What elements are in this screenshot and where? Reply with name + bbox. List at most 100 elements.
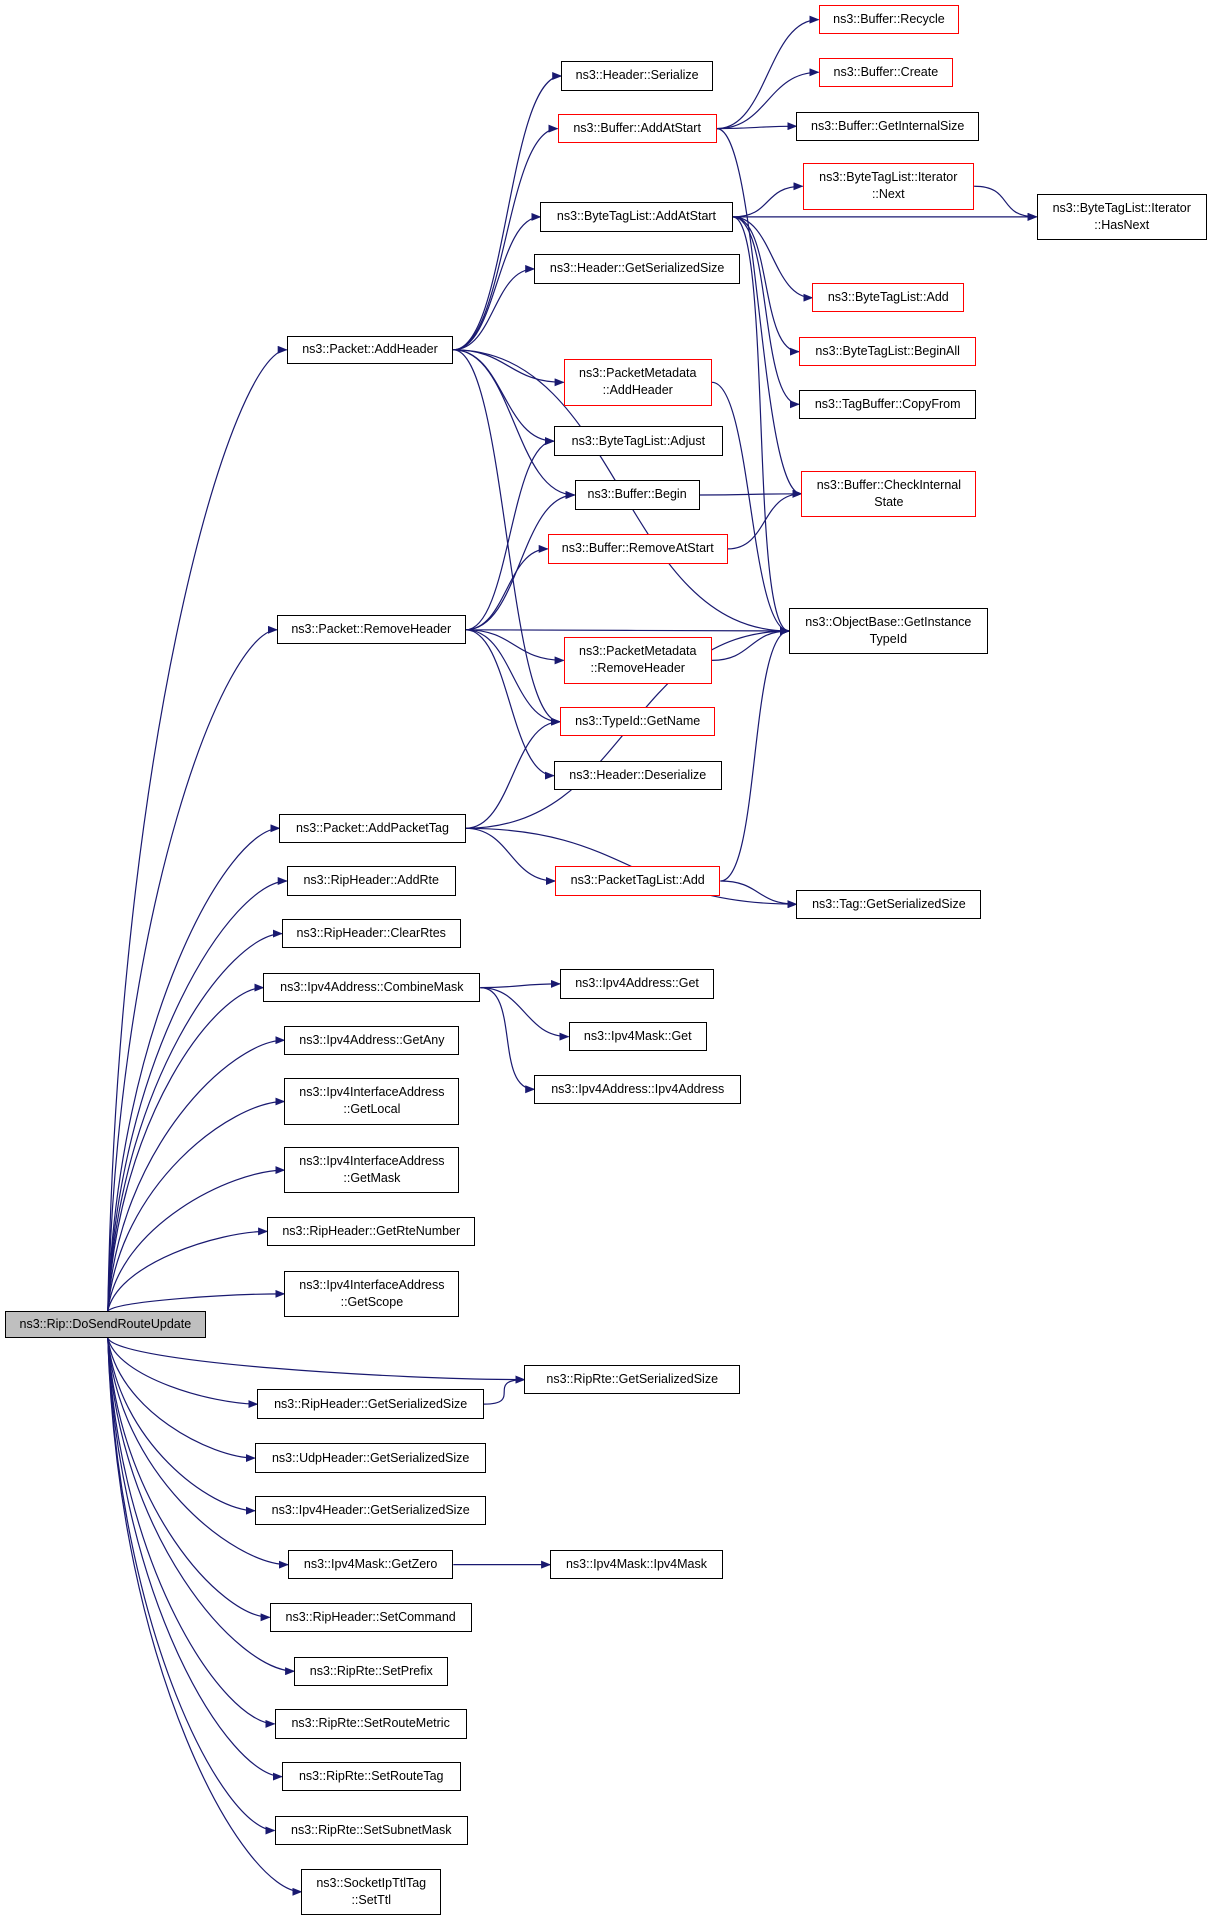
edge-pkt-addheader-to-buffer-begin [453,349,576,499]
edge-root-to-riph-getserializedsize [107,1337,259,1409]
node-ipv4a-get[interactable]: ns3::Ipv4Address::Get [559,969,715,999]
edge-root-to-riprte-getserializedsize [107,1337,526,1384]
node-buffer-recycle[interactable]: ns3::Buffer::Recycle [818,4,960,35]
edge-root-to-riprte-setroutetag [107,1337,283,1781]
node-tagbuffer-copyfrom[interactable]: ns3::TagBuffer::CopyFrom [798,389,977,419]
node-riph-getserializedsize[interactable]: ns3::RipHeader::GetSerializedSize [257,1389,484,1419]
node-ipv4a-combinemask[interactable]: ns3::Ipv4Address::CombineMask [263,972,481,1003]
edge-root-to-ipv4ia-getscope [107,1289,286,1312]
node-objectbase-getinstancetypeid[interactable]: ns3::ObjectBase::GetInstance TypeId [789,607,988,655]
edge-root-to-ipv4h-getserializedsize [107,1337,256,1515]
edge-pkt-addheader-to-pktmeta-addheader [453,349,565,387]
edge-ipv4a-combinemask-to-ipv4a-get [480,979,561,989]
node-buffer-removeatstart[interactable]: ns3::Buffer::RemoveAtStart [547,534,728,564]
edge-root-to-riph-clearrtes [107,929,283,1312]
edge-bytetaglist-iter-next-to-bytetaglist-iter-hasnext [974,185,1038,221]
edge-pkt-removeheader-to-pktmeta-removeheader [465,629,565,665]
edge-pkt-addheader-to-header-getserializedsize [453,264,536,351]
edge-root-to-pkt-addheader [107,345,288,1312]
edge-pkt-removeheader-to-typeid-getname [465,629,561,726]
edge-pkt-removeheader-to-buffer-removeatstart [465,544,549,631]
node-buffer-begin[interactable]: ns3::Buffer::Begin [574,480,700,510]
edge-pkt-addpackettag-to-packettaglist-add [465,827,556,885]
node-pktmeta-removeheader[interactable]: ns3::PacketMetadata ::RemoveHeader [563,637,712,684]
node-riprte-setsubnetmask[interactable]: ns3::RipRte::SetSubnetMask [274,1815,468,1846]
node-packettaglist-add[interactable]: ns3::PacketTagList::Add [555,866,721,896]
node-pkt-addpackettag[interactable]: ns3::Packet::AddPacketTag [279,813,466,843]
edge-packettaglist-add-to-tag-getserializedsize [720,880,798,909]
edge-bytetaglist-addatstart-to-bytetaglist-add [732,216,814,302]
edge-root-to-riph-setcommand [107,1337,271,1622]
edge-root-to-ipv4a-combinemask [107,983,265,1312]
node-ipv4m-getzero[interactable]: ns3::Ipv4Mask::GetZero [287,1549,454,1580]
node-tag-getserializedsize[interactable]: ns3::Tag::GetSerializedSize [796,889,982,919]
node-riprte-getserializedsize[interactable]: ns3::RipRte::GetSerializedSize [524,1364,741,1395]
node-ipv4a-ipv4address[interactable]: ns3::Ipv4Address::Ipv4Address [534,1074,742,1104]
node-header-deserialize[interactable]: ns3::Header::Deserialize [553,760,722,791]
edge-pktmeta-addheader-to-objectbase-getinstancetypeid [711,381,791,635]
node-bytetaglist-iter-next[interactable]: ns3::ByteTagList::Iterator ::Next [802,163,975,210]
node-riph-addrte[interactable]: ns3::RipHeader::AddRte [286,866,456,896]
edge-root-to-ipv4a-getany [107,1036,286,1312]
node-ipv4h-getserializedsize[interactable]: ns3::Ipv4Header::GetSerializedSize [254,1496,487,1526]
edge-root-to-socketipttltag-setttl [107,1337,303,1896]
node-ipv4ia-getscope[interactable]: ns3::Ipv4InterfaceAddress ::GetScope [284,1270,460,1318]
node-bytetaglist-iter-hasnext[interactable]: ns3::ByteTagList::Iterator ::HasNext [1036,193,1207,241]
edge-root-to-ipv4ia-getlocal [107,1097,286,1312]
node-ipv4a-getany[interactable]: ns3::Ipv4Address::GetAny [284,1025,460,1055]
edge-buffer-begin-to-buffer-checkinternalstate [699,489,803,498]
edge-pkt-removeheader-to-objectbase-getinstancetypeid [465,626,791,635]
node-ipv4ia-getmask[interactable]: ns3::Ipv4InterfaceAddress ::GetMask [284,1146,460,1194]
edge-pkt-addheader-to-header-serialize [453,72,563,351]
edge-root-to-ipv4ia-getmask [107,1166,286,1312]
edge-pkt-removeheader-to-bytetaglist-adjust [465,437,555,631]
node-riprte-setprefix[interactable]: ns3::RipRte::SetPrefix [294,1656,449,1686]
edge-root-to-riprte-setsubnetmask [107,1337,276,1835]
node-socketipttltag-setttl[interactable]: ns3::SocketIpTtlTag ::SetTtl [301,1868,442,1916]
node-pktmeta-addheader[interactable]: ns3::PacketMetadata ::AddHeader [563,359,712,406]
node-header-getserializedsize[interactable]: ns3::Header::GetSerializedSize [534,253,741,285]
node-typeid-getname[interactable]: ns3::TypeId::GetName [559,707,716,737]
edge-root-to-riph-getrtenumber [107,1227,269,1312]
node-pkt-addheader[interactable]: ns3::Packet::AddHeader [286,335,454,364]
edge-ipv4a-combinemask-to-ipv4a-ipv4address [480,987,536,1094]
edge-packettaglist-add-to-objectbase-getinstancetypeid [720,627,791,882]
node-riph-getrtenumber[interactable]: ns3::RipHeader::GetRteNumber [267,1216,476,1247]
node-riph-setcommand[interactable]: ns3::RipHeader::SetCommand [269,1602,472,1632]
edge-buffer-addatstart-to-buffer-checkinternalstate [716,128,803,498]
node-udph-getserializedsize[interactable]: ns3::UdpHeader::GetSerializedSize [254,1443,487,1473]
edge-riph-getserializedsize-to-riprte-getserializedsize [483,1375,526,1405]
edge-root-to-ipv4m-getzero [107,1337,289,1569]
node-ipv4ia-getlocal[interactable]: ns3::Ipv4InterfaceAddress ::GetLocal [284,1078,460,1125]
node-pkt-removeheader[interactable]: ns3::Packet::RemoveHeader [276,615,466,645]
node-buffer-addatstart[interactable]: ns3::Buffer::AddAtStart [557,113,717,144]
edge-pkt-addheader-to-bytetaglist-addatstart [453,212,542,351]
node-bytetaglist-add[interactable]: ns3::ByteTagList::Add [812,283,965,313]
edge-ipv4a-combinemask-to-ipv4m-get [480,987,570,1041]
edge-root-to-pkt-removeheader [107,625,278,1312]
node-buffer-checkinternalstate[interactable]: ns3::Buffer::CheckInternal State [801,470,977,518]
edge-bytetaglist-addatstart-to-tagbuffer-copyfrom [732,216,800,409]
edge-pkt-addheader-to-buffer-addatstart [453,124,559,351]
edge-buffer-addatstart-to-buffer-recycle [716,15,820,130]
node-riprte-setroutemetric[interactable]: ns3::RipRte::SetRouteMetric [274,1709,467,1739]
edge-pkt-addpackettag-to-tag-getserializedsize [465,827,798,909]
node-ipv4m-get[interactable]: ns3::Ipv4Mask::Get [568,1021,707,1052]
node-bytetaglist-adjust[interactable]: ns3::ByteTagList::Adjust [553,426,723,456]
node-bytetaglist-addatstart[interactable]: ns3::ByteTagList::AddAtStart [540,202,733,232]
edge-buffer-addatstart-to-buffer-create [716,68,820,130]
node-buffer-getinternalsize[interactable]: ns3::Buffer::GetInternalSize [796,111,979,141]
edge-buffer-removeatstart-to-buffer-checkinternalstate [727,489,803,550]
edge-bytetaglist-addatstart-to-bytetaglist-beginall [732,216,800,356]
edge-root-to-udph-getserializedsize [107,1337,256,1463]
node-bytetaglist-beginall[interactable]: ns3::ByteTagList::BeginAll [798,336,977,367]
node-buffer-create[interactable]: ns3::Buffer::Create [818,57,954,87]
node-ipv4m-ipv4mask[interactable]: ns3::Ipv4Mask::Ipv4Mask [550,1549,723,1580]
edge-root-to-pkt-addpackettag [107,824,281,1312]
node-header-serialize[interactable]: ns3::Header::Serialize [561,61,714,91]
node-riph-clearrtes[interactable]: ns3::RipHeader::ClearRtes [281,918,461,949]
node-riprte-setroutetag[interactable]: ns3::RipRte::SetRouteTag [281,1761,461,1792]
edge-root-to-riprte-setprefix [107,1337,296,1676]
